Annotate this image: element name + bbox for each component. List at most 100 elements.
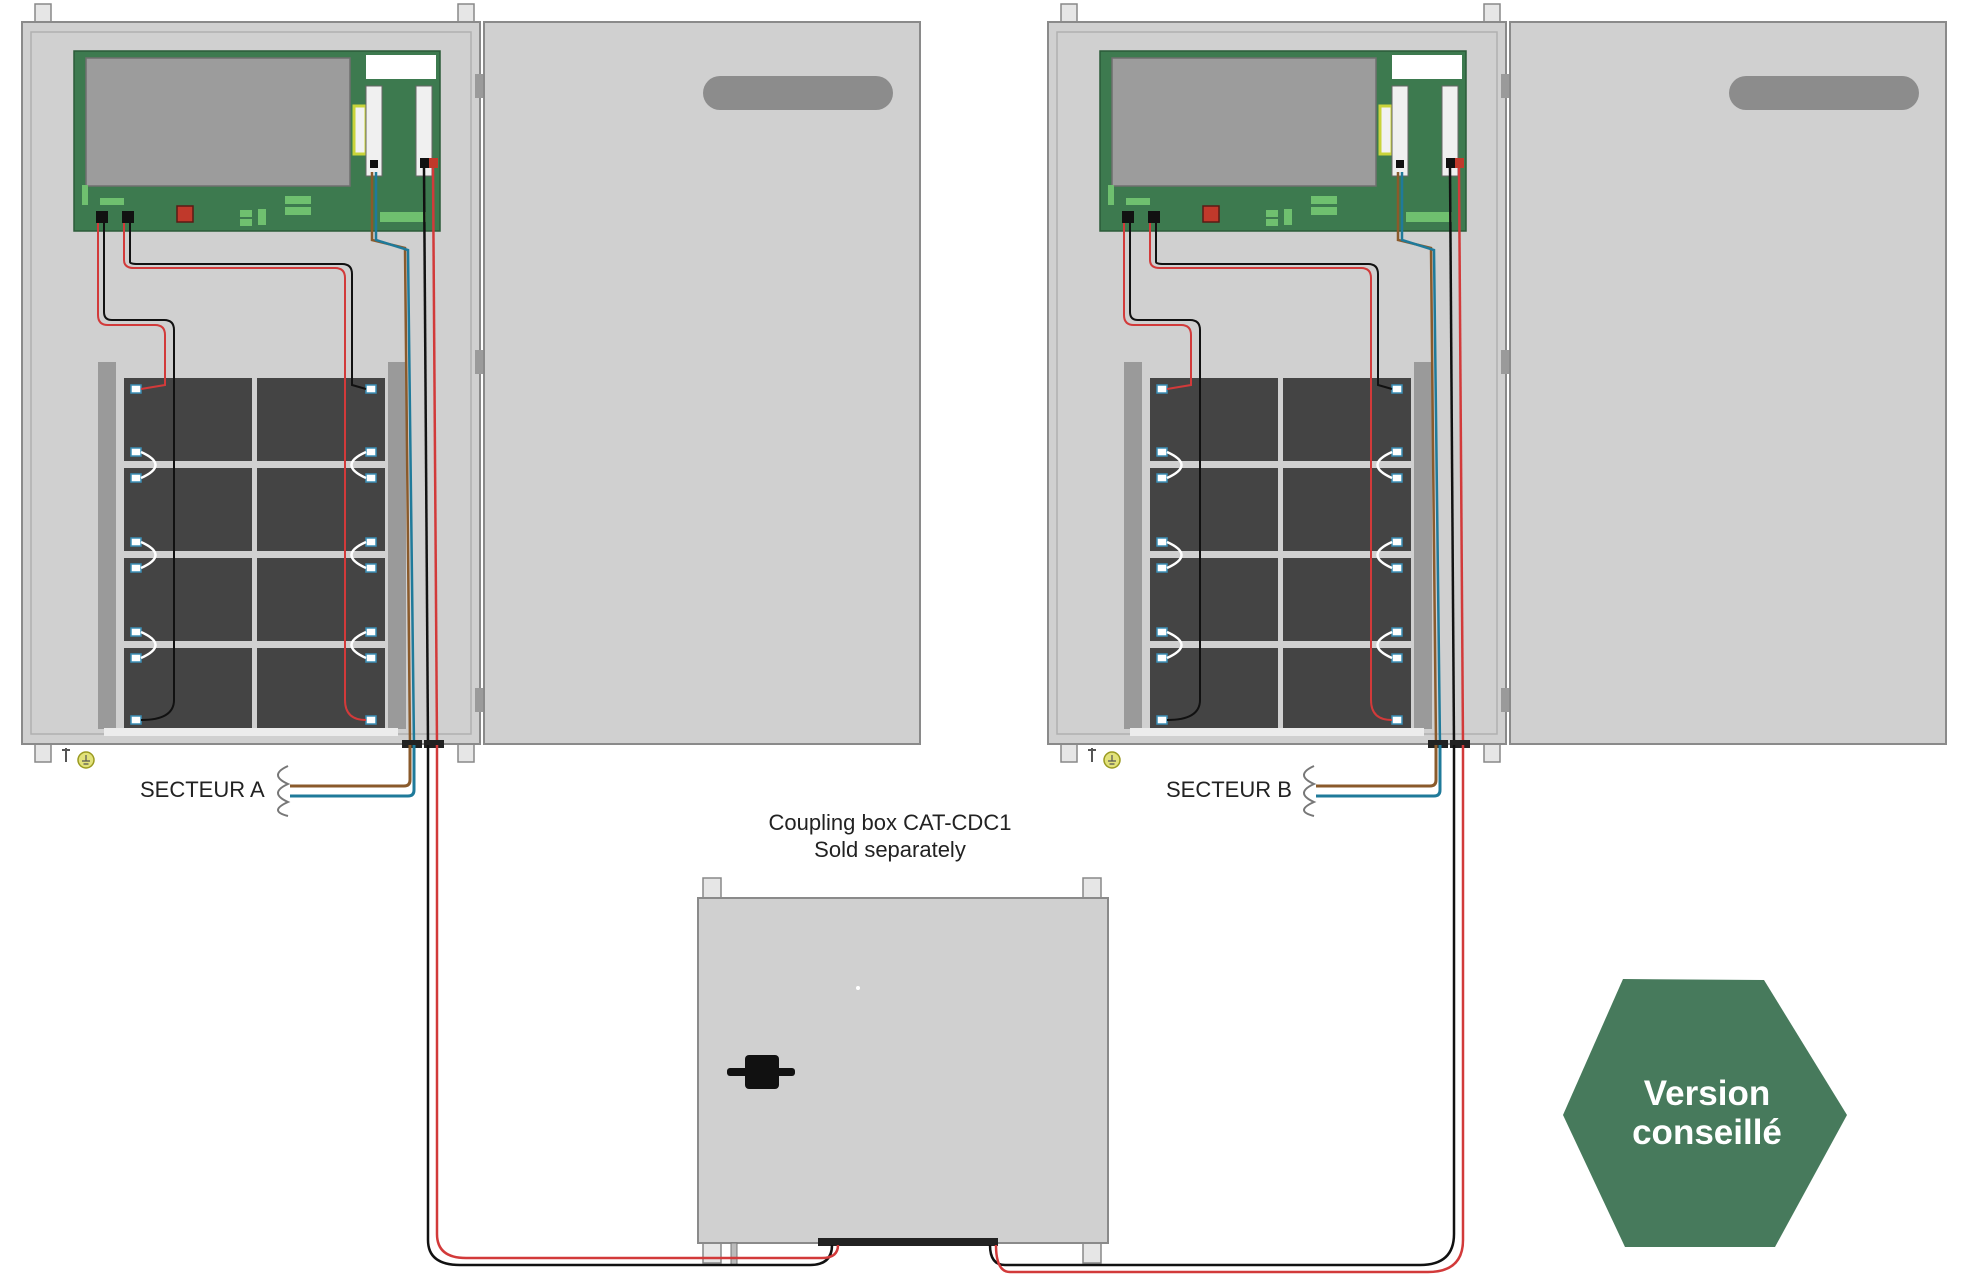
terminal-screw: [429, 158, 438, 168]
battery-rail: [98, 362, 116, 729]
cable-break-icon: [277, 765, 291, 817]
battery-wire-red: [1123, 223, 1192, 390]
dc-wire-black: [1448, 167, 1456, 746]
battery: [1283, 378, 1411, 461]
pcb-component: [100, 198, 124, 205]
battery-terminal: [1391, 653, 1403, 663]
pcb-component: [1311, 196, 1337, 204]
door-handle: [1729, 76, 1919, 110]
battery-terminal: [1156, 563, 1168, 573]
battery-terminal: [1391, 384, 1403, 394]
battery-connector: [96, 211, 108, 223]
battery: [1150, 648, 1278, 728]
cabinet-door: [483, 21, 921, 745]
hinge: [1501, 350, 1509, 374]
battery-bank: [124, 378, 385, 728]
battery: [1283, 648, 1411, 728]
battery-terminal: [365, 384, 377, 394]
battery: [124, 468, 252, 551]
battery-wire-black: [1129, 223, 1201, 721]
mains-wire-blue: [1400, 172, 1442, 746]
coupling-box-title: Coupling box CAT-CDC1: [769, 810, 1012, 835]
pcb-component: [285, 207, 311, 215]
terminal-strip: [818, 1238, 998, 1246]
mount-tab: [1060, 743, 1078, 763]
badge-hexagon-icon: [1563, 979, 1847, 1247]
battery-shelf: [1130, 728, 1424, 736]
pcb-component: [1266, 210, 1278, 217]
battery-wire-black: [103, 223, 175, 721]
battery-jumper: [350, 450, 367, 480]
battery-terminal: [130, 473, 142, 483]
battery: [1150, 468, 1278, 551]
battery-terminal: [1391, 627, 1403, 637]
battery-jumper: [140, 540, 157, 570]
pcb-component: [1108, 185, 1114, 205]
battery-rail: [1124, 362, 1142, 729]
terminal-screw: [420, 158, 429, 168]
mount-tab: [702, 877, 722, 899]
pcb-component: [1126, 198, 1150, 205]
recommended-version-badge: Version conseillé: [1563, 979, 1847, 1247]
pcb-component: [285, 196, 311, 204]
status-led: [1202, 205, 1220, 223]
terminal-screw: [1396, 160, 1404, 168]
battery-terminal: [130, 384, 142, 394]
battery-jumper: [1166, 540, 1183, 570]
cabinet-door: [1509, 21, 1947, 745]
fuse-holder: [1378, 104, 1394, 156]
pcb-component: [82, 185, 88, 205]
pcb-component: [1266, 219, 1278, 226]
pcb-component: [380, 212, 426, 222]
mount-tab: [1082, 1242, 1102, 1264]
hinge: [475, 688, 483, 712]
battery: [257, 378, 385, 461]
dc-wire-red: [1457, 167, 1465, 746]
pcb-component: [1311, 207, 1337, 215]
earth-screw: [62, 748, 70, 762]
battery-jumper: [1376, 450, 1393, 480]
mains-cable-a: [290, 745, 416, 798]
mount-tab: [34, 743, 52, 763]
battery-terminal: [130, 537, 142, 547]
battery: [257, 468, 385, 551]
mount-tab: [457, 743, 475, 763]
pcb-component: [258, 209, 266, 225]
battery-jumper: [140, 450, 157, 480]
battery-jumper: [350, 630, 367, 660]
battery: [1150, 378, 1278, 461]
battery-jumper: [1376, 540, 1393, 570]
mount-tab: [1060, 3, 1078, 23]
battery-terminal: [1156, 447, 1168, 457]
hinge: [475, 74, 483, 98]
battery-wire-red: [1149, 223, 1393, 721]
power-supply-cabinet-b: [1047, 3, 1947, 769]
board-label-area: [366, 55, 436, 79]
mount-tab: [702, 1242, 722, 1264]
cable-gland: [1450, 740, 1470, 748]
earth-stud: [730, 1242, 738, 1266]
cable-gland: [402, 740, 422, 748]
badge-text-line1: Version: [1644, 1074, 1770, 1113]
door-handle: [703, 76, 893, 110]
battery-terminal: [1156, 715, 1168, 725]
mains-label-b: SECTEUR B: [1166, 777, 1292, 802]
battery: [257, 648, 385, 728]
dc-cable-b-to-coupler: [988, 745, 1465, 1274]
battery-terminal: [365, 653, 377, 663]
battery-terminal: [365, 537, 377, 547]
box-latch-bar: [727, 1068, 795, 1076]
mount-tab: [1082, 877, 1102, 899]
battery-terminal: [365, 563, 377, 573]
dc-wire-black: [422, 167, 430, 746]
battery-terminal: [1156, 537, 1168, 547]
battery: [124, 378, 252, 461]
battery-wire-black: [129, 223, 367, 390]
terminal-screw: [370, 160, 378, 168]
battery-rail: [1414, 362, 1432, 729]
dc-cable-a-to-coupler: [426, 745, 840, 1267]
mount-tab: [1483, 3, 1501, 23]
cable-gland: [424, 740, 444, 748]
